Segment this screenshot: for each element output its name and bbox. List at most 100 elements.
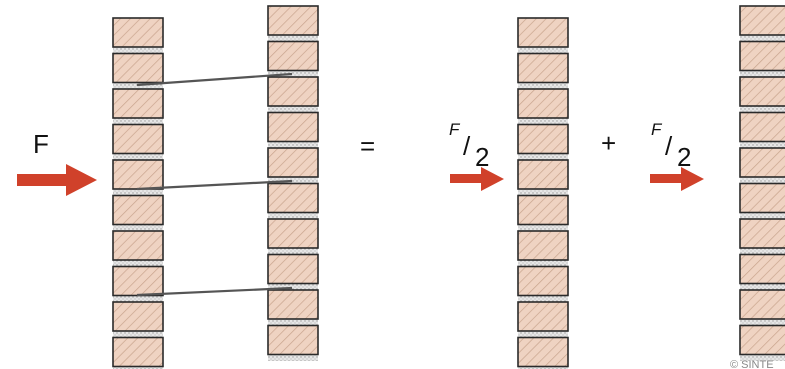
brick [517, 194, 569, 226]
half-force-label-a: F / 2 [449, 120, 489, 172]
mortar-joint [113, 224, 163, 231]
mortar-joint [268, 248, 318, 255]
mortar-joint [268, 177, 318, 184]
wall-tie-top [136, 72, 293, 87]
brick [739, 182, 785, 214]
brick [739, 111, 785, 143]
brick [112, 123, 164, 155]
mortar-joint [113, 331, 163, 338]
half-force-denominator: 2 [677, 142, 691, 172]
mortar-joint [268, 283, 318, 290]
brick [112, 265, 164, 297]
mortar-joint [518, 82, 568, 89]
half-force-slash: / [463, 131, 471, 161]
brick [267, 147, 319, 178]
mortar-joint [268, 70, 318, 77]
brick [267, 5, 319, 36]
brick [267, 218, 319, 249]
brick [517, 336, 569, 368]
brick [517, 52, 569, 84]
left-wythe-wall [112, 17, 164, 369]
mortar-joint [740, 248, 785, 255]
brick [739, 289, 785, 320]
right-arrow-icon [450, 167, 504, 191]
wall-tie-bottom [136, 286, 293, 297]
brick [112, 336, 164, 368]
brick [739, 218, 785, 249]
half-force-numerator: F [651, 120, 663, 139]
mortar-joint [113, 47, 163, 54]
half-force-label-b: F / 2 [651, 120, 691, 172]
brick [517, 123, 569, 155]
mortar-joint [113, 118, 163, 125]
brick [739, 253, 785, 285]
mortar-joint [740, 177, 785, 184]
mortar-joint [113, 295, 163, 302]
mortar-joint [740, 319, 785, 326]
brick [517, 17, 569, 48]
copyright-text: © SINTE [730, 359, 774, 369]
brick [267, 40, 319, 72]
mortar-joint [113, 153, 163, 160]
brick [517, 159, 569, 190]
brick [112, 17, 164, 48]
brick [739, 5, 785, 36]
brick [739, 147, 785, 178]
plus-sign: + [601, 128, 616, 158]
force-label: F [33, 129, 49, 159]
mortar-joint [518, 260, 568, 267]
half-force-wall-a [517, 17, 569, 369]
mortar-joint [740, 141, 785, 148]
mortar-joint [113, 366, 163, 369]
mortar-joint [740, 283, 785, 290]
brick [112, 88, 164, 119]
mortar-joint [518, 153, 568, 160]
half-force-denominator: 2 [475, 142, 489, 172]
mortar-joint [268, 141, 318, 148]
half-force-slash: / [665, 131, 673, 161]
brick [112, 159, 164, 190]
brick [267, 289, 319, 320]
mortar-joint [113, 260, 163, 267]
brick [112, 301, 164, 332]
mortar-joint [740, 70, 785, 77]
right-arrow-icon [17, 164, 97, 196]
brick [517, 88, 569, 119]
mortar-joint [268, 106, 318, 113]
right-arrow-icon [650, 167, 704, 191]
brick [112, 52, 164, 84]
brick [739, 76, 785, 107]
mortar-joint [518, 224, 568, 231]
mortar-joint [740, 35, 785, 42]
brick [267, 253, 319, 285]
mortar-joint [268, 319, 318, 326]
mortar-joint [740, 354, 785, 361]
mortar-joint [268, 35, 318, 42]
mortar-joint [268, 212, 318, 219]
equals-sign: = [360, 131, 375, 161]
mortar-joint [518, 295, 568, 302]
right-wythe-wall [267, 5, 319, 361]
mortar-joint [518, 189, 568, 196]
half-force-wall-b [739, 5, 785, 361]
brick [112, 194, 164, 226]
mortar-joint [518, 47, 568, 54]
mortar-joint [518, 331, 568, 338]
brick [739, 324, 785, 356]
brick [517, 230, 569, 261]
mortar-joint [740, 212, 785, 219]
brick [267, 111, 319, 143]
wall-tie-middle [136, 179, 293, 191]
mortar-joint [518, 366, 568, 369]
half-force-numerator: F [449, 120, 461, 139]
brick [112, 230, 164, 261]
mortar-joint [268, 354, 318, 361]
brick [267, 76, 319, 107]
brick [517, 301, 569, 332]
mortar-joint [740, 106, 785, 113]
brick [267, 324, 319, 356]
wall-ties [136, 72, 293, 297]
mortar-joint [113, 189, 163, 196]
brick [517, 265, 569, 297]
